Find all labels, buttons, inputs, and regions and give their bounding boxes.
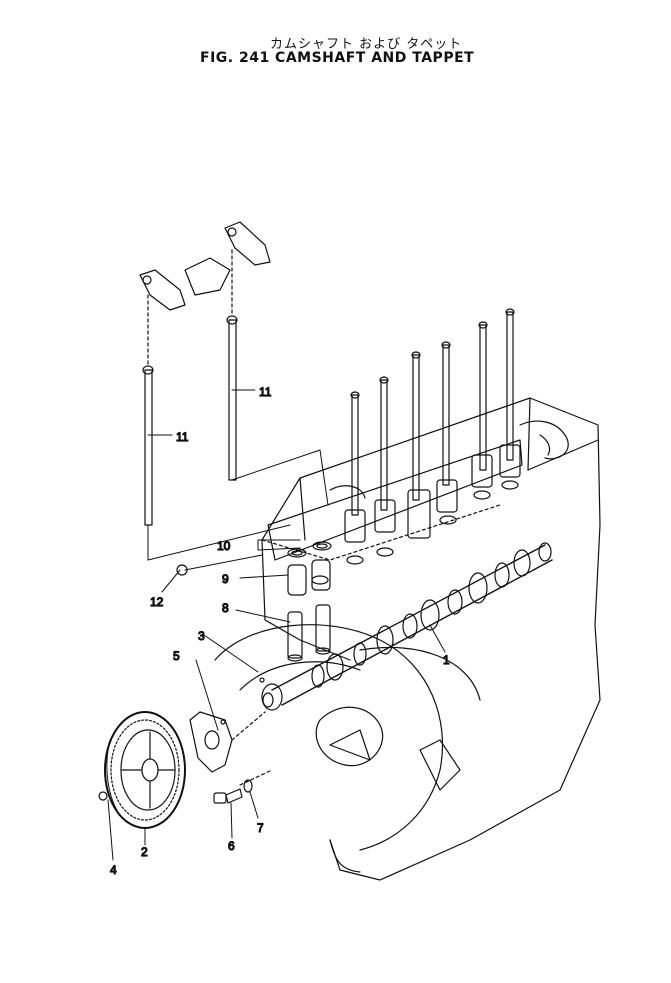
thrust-plate xyxy=(189,711,266,773)
leader-lines xyxy=(107,389,446,861)
callout-12: 12 xyxy=(150,595,164,609)
callout-7: 7 xyxy=(257,821,264,835)
pushrods-rear xyxy=(350,308,515,516)
cam-gear xyxy=(104,711,186,829)
tappet-row xyxy=(267,439,523,585)
engine-block xyxy=(214,397,601,881)
tappets-exploded xyxy=(287,541,332,662)
nut xyxy=(98,791,108,801)
rocker-arms xyxy=(139,221,271,367)
callout-5: 5 xyxy=(173,649,180,663)
bolt-and-washer xyxy=(213,769,273,804)
callout-8: 8 xyxy=(222,601,229,615)
figure-title: FIG. 241 CAMSHAFT AND TAPPET xyxy=(200,50,475,66)
callout-6: 6 xyxy=(228,839,235,853)
callout-11-left: 11 xyxy=(176,430,189,444)
plug xyxy=(176,564,188,576)
camshaft xyxy=(259,542,553,711)
callout-9: 9 xyxy=(222,572,229,586)
callout-10: 10 xyxy=(217,539,231,553)
callout-11-right: 11 xyxy=(259,385,272,399)
callout-4: 4 xyxy=(110,863,117,877)
callout-3: 3 xyxy=(198,629,205,643)
callout-1: 1 xyxy=(443,653,450,667)
figure-title-japanese: カムシャフト および タペット xyxy=(270,37,463,52)
callout-2: 2 xyxy=(141,845,148,859)
pushrods-front xyxy=(142,315,238,526)
